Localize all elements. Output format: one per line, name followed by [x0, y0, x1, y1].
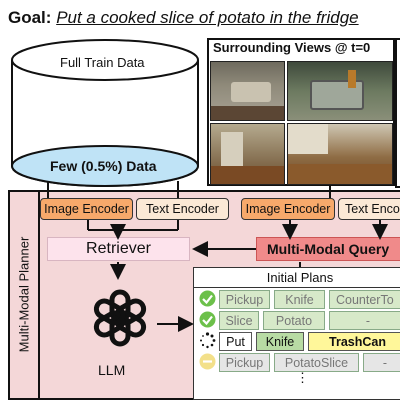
full-train-data-label: Full Train Data — [60, 55, 145, 70]
plan-target: TrashCan — [308, 332, 400, 351]
plan-object: Knife — [274, 290, 325, 309]
surrounding-views-title: Surrounding Views @ t=0 — [213, 40, 371, 55]
goal-prefix: Goal: — [8, 8, 52, 27]
spinner-icon — [200, 332, 216, 349]
plan-action: Pickup — [219, 290, 270, 309]
database-cylinder — [11, 39, 199, 187]
plan-object: PotatoSlice — [274, 353, 359, 372]
plan-target: - — [329, 311, 400, 330]
view-thumbnail — [287, 61, 393, 121]
image-encoder-right: Image Encoder — [241, 198, 335, 220]
planner-label-divider — [8, 190, 40, 400]
multi-modal-query-box: Multi-Modal Query — [256, 237, 400, 261]
plan-action: Put — [219, 332, 252, 351]
plan-object: Knife — [256, 332, 304, 351]
text-encoder-left: Text Encoder — [136, 198, 229, 220]
llm-label: LLM — [98, 362, 126, 378]
right-panel-edge — [395, 38, 400, 188]
goal-line: Goal: Put a cooked slice of potato in th… — [8, 8, 359, 28]
check-icon — [199, 290, 216, 307]
view-thumbnail — [210, 123, 285, 185]
plan-action: Slice — [219, 311, 259, 330]
plan-object: Potato — [263, 311, 325, 330]
image-encoder-left: Image Encoder — [40, 198, 133, 220]
plans-divider — [193, 287, 400, 288]
view-thumbnail — [210, 61, 285, 121]
pending-icon — [199, 353, 216, 370]
few-data-label: Few (0.5%) Data — [50, 158, 157, 174]
plan-target: CounterTo — [329, 290, 400, 309]
plan-action: Pickup — [219, 353, 270, 372]
view-thumbnail — [287, 123, 393, 185]
more-plans-ellipsis: ⋮ — [296, 370, 309, 385]
initial-plans-title: Initial Plans — [266, 270, 334, 285]
check-icon — [199, 311, 216, 328]
text-encoder-right: Text Enco — [338, 198, 400, 220]
plan-target: - — [363, 353, 400, 372]
llm-logo-icon — [93, 289, 147, 347]
goal-text: Put a cooked slice of potato in the frid… — [56, 8, 359, 27]
